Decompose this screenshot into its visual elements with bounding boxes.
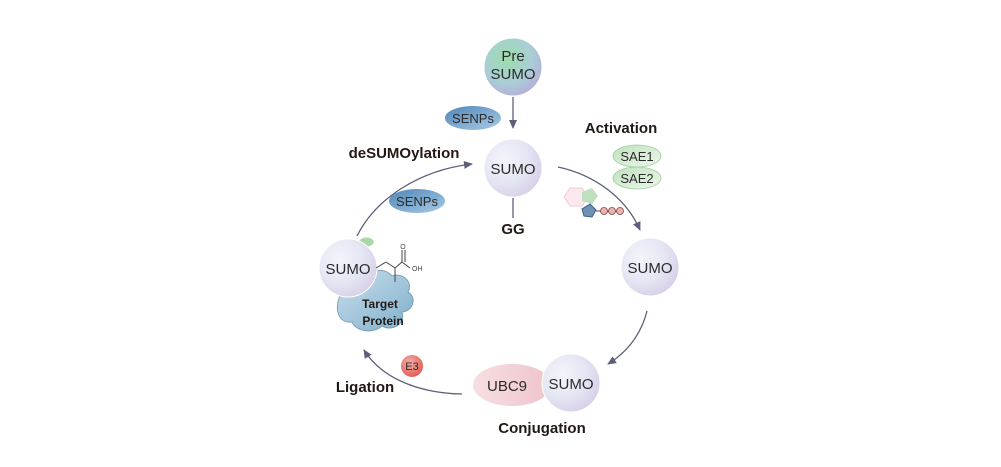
e3-enzyme bbox=[401, 355, 423, 377]
activation-label: Activation bbox=[585, 120, 658, 137]
target-protein-line1: Target bbox=[362, 297, 398, 311]
pre-sumo-label-line2: SUMO bbox=[491, 66, 536, 83]
ubc9-label: UBC9 bbox=[487, 378, 527, 395]
pre-sumo-node bbox=[483, 37, 543, 97]
sae1-label: SAE1 bbox=[620, 149, 653, 164]
target-protein-line2: Protein bbox=[362, 314, 403, 328]
desumoylation-arrow bbox=[356, 160, 473, 237]
sumo-top-node bbox=[483, 138, 543, 198]
conjugation-label: Conjugation bbox=[498, 420, 585, 437]
sae2-label: SAE2 bbox=[620, 171, 653, 186]
lysine-structure-icon bbox=[375, 250, 411, 282]
carbonyl-o-label: O bbox=[400, 244, 406, 251]
sumo-bottom-node bbox=[541, 353, 601, 413]
gg-label: GG bbox=[501, 221, 524, 238]
activation-arrow bbox=[557, 166, 641, 231]
sumo-left-label: SUMO bbox=[326, 261, 371, 278]
sumo-bottom-label: SUMO bbox=[549, 376, 594, 393]
ligation-arrow bbox=[363, 349, 463, 395]
ubc9-enzyme bbox=[473, 364, 551, 406]
conjugation-arrow bbox=[607, 310, 648, 365]
sumo-right-node bbox=[620, 237, 680, 297]
ligation-label: Ligation bbox=[336, 379, 394, 396]
e3-label: E3 bbox=[405, 361, 418, 373]
sumo-top-label: SUMO bbox=[491, 161, 536, 178]
oh-label: OH bbox=[412, 266, 423, 273]
desumoylation-label: deSUMOylation bbox=[349, 145, 460, 162]
senps-top-label: SENPs bbox=[452, 111, 494, 126]
senps-top-enzyme bbox=[445, 106, 501, 130]
atp-molecule-icon bbox=[563, 187, 624, 218]
sumo-right-label: SUMO bbox=[628, 260, 673, 277]
sae2-enzyme bbox=[612, 166, 662, 190]
senps-left-enzyme bbox=[389, 189, 445, 213]
pre-sumo-label-line1: Pre bbox=[501, 48, 524, 65]
sumo-left-node bbox=[318, 238, 378, 298]
senps-left-label: SENPs bbox=[396, 194, 438, 209]
